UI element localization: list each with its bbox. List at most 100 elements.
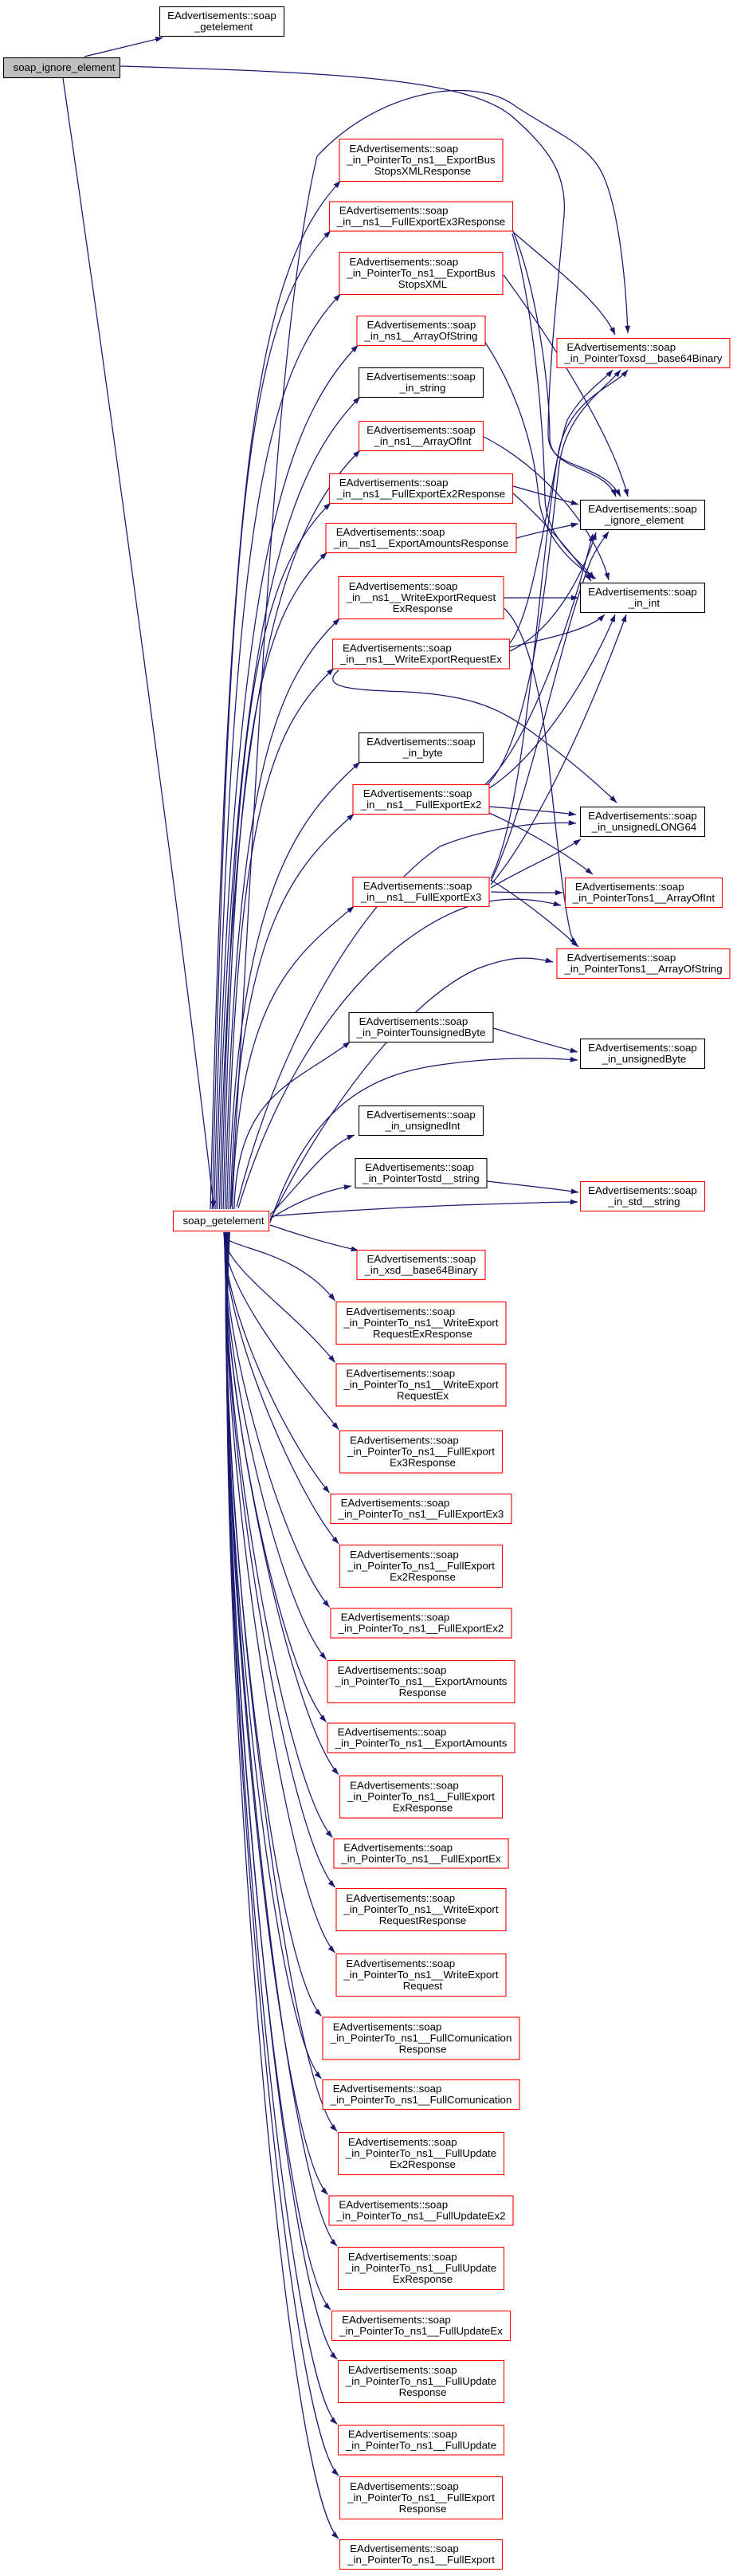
svg-text:_in_PointerTo_ns1__ExportAmoun: _in_PointerTo_ns1__ExportAmounts <box>335 1675 508 1687</box>
svg-text:EAdvertisements::soap: EAdvertisements::soap <box>346 1367 455 1379</box>
svg-text:EAdvertisements::soap: EAdvertisements::soap <box>366 424 476 436</box>
svg-text:_in_PointerTo_ns1__FullExport: _in_PointerTo_ns1__FullExport <box>347 1790 495 1802</box>
svg-text:EAdvertisements::soap: EAdvertisements::soap <box>349 580 458 592</box>
svg-text:EAdvertisements::soap: EAdvertisements::soap <box>336 526 445 538</box>
svg-text:EAdvertisements::soap: EAdvertisements::soap <box>333 2083 442 2095</box>
svg-text:Ex2Response: Ex2Response <box>390 2158 456 2170</box>
svg-text:EAdvertisements::soap: EAdvertisements::soap <box>349 256 458 268</box>
svg-text:StopsXML: StopsXML <box>398 278 447 290</box>
svg-text:Response: Response <box>399 2386 447 2398</box>
svg-text:ExResponse: ExResponse <box>393 603 453 615</box>
svg-text:_in_PointerTo_ns1__WriteExport: _in_PointerTo_ns1__WriteExport <box>343 1903 498 1915</box>
svg-text:EAdvertisements::soap: EAdvertisements::soap <box>588 586 697 598</box>
svg-text:EAdvertisements::soap: EAdvertisements::soap <box>350 2543 459 2554</box>
svg-text:_in__ns1__FullExportEx2Respons: _in__ns1__FullExportEx2Response <box>336 488 505 500</box>
svg-text:_in__ns1__FullExportEx3Respons: _in__ns1__FullExportEx3Response <box>336 215 505 227</box>
svg-text:soap_getelement: soap_getelement <box>183 1215 265 1227</box>
svg-text:_in_unsignedLONG64: _in_unsignedLONG64 <box>591 821 697 833</box>
svg-text:_in_xsd__base64Binary: _in_xsd__base64Binary <box>364 1264 478 1276</box>
svg-text:_in_PointerTo_ns1__FullExport: _in_PointerTo_ns1__FullExport <box>347 2492 495 2503</box>
svg-text:EAdvertisements::soap: EAdvertisements::soap <box>575 881 684 893</box>
svg-text:EAdvertisements::soap: EAdvertisements::soap <box>346 1306 455 1317</box>
svg-text:_in_PointerTo_ns1__FullExportE: _in_PointerTo_ns1__FullExportEx3 <box>338 1508 504 1520</box>
svg-text:_in_PointerTo_ns1__FullUpdate: _in_PointerTo_ns1__FullUpdate <box>345 2375 496 2387</box>
svg-text:_in_PointerTo_ns1__FullUpdate: _in_PointerTo_ns1__FullUpdate <box>345 2439 496 2451</box>
svg-text:EAdvertisements::soap: EAdvertisements::soap <box>349 143 458 155</box>
svg-text:_in_PointerTo_ns1__FullExport: _in_PointerTo_ns1__FullExport <box>347 2554 495 2566</box>
svg-text:EAdvertisements::soap: EAdvertisements::soap <box>350 2480 459 2492</box>
svg-text:EAdvertisements::soap: EAdvertisements::soap <box>339 2198 448 2210</box>
svg-text:_in_PointerTo_ns1__FullUpdateE: _in_PointerTo_ns1__FullUpdateEx <box>339 2325 503 2337</box>
svg-text:EAdvertisements::soap: EAdvertisements::soap <box>350 1434 459 1446</box>
svg-text:Response: Response <box>399 2503 447 2515</box>
svg-text:EAdvertisements::soap: EAdvertisements::soap <box>346 1958 455 1969</box>
svg-text:Ex2Response: Ex2Response <box>390 1571 456 1583</box>
svg-text:EAdvertisements::soap: EAdvertisements::soap <box>350 1779 459 1791</box>
svg-text:EAdvertisements::soap: EAdvertisements::soap <box>348 2251 457 2263</box>
svg-text:Request: Request <box>403 1980 443 1992</box>
svg-text:_in__ns1__FullExportEx2: _in__ns1__FullExportEx2 <box>360 799 482 811</box>
svg-text:_in_int: _in_int <box>628 597 660 609</box>
svg-text:_in_PointerTo_ns1__FullUpdate: _in_PointerTo_ns1__FullUpdate <box>345 2147 496 2159</box>
svg-text:_getelement: _getelement <box>194 21 253 33</box>
svg-text:_in_PointerTostd__string: _in_PointerTostd__string <box>362 1172 479 1184</box>
svg-text:EAdvertisements::soap: EAdvertisements::soap <box>350 1549 459 1561</box>
svg-text:_in_unsignedByte: _in_unsignedByte <box>602 1053 687 1065</box>
svg-text:EAdvertisements::soap: EAdvertisements::soap <box>341 1497 450 1509</box>
svg-text:_in_PointerTo_ns1__FullUpdateE: _in_PointerTo_ns1__FullUpdateEx2 <box>335 2209 505 2221</box>
svg-text:_in_PointerTo_ns1__FullUpdate: _in_PointerTo_ns1__FullUpdate <box>345 2262 496 2274</box>
svg-text:EAdvertisements::soap: EAdvertisements::soap <box>343 642 452 654</box>
svg-text:EAdvertisements::soap: EAdvertisements::soap <box>365 1161 474 1173</box>
svg-text:_in_PointerTounsignedByte: _in_PointerTounsignedByte <box>356 1027 486 1039</box>
svg-text:_in_PointerTo_ns1__WriteExport: _in_PointerTo_ns1__WriteExport <box>343 1969 498 1981</box>
svg-text:ExResponse: ExResponse <box>393 2273 453 2285</box>
svg-text:EAdvertisements::soap: EAdvertisements::soap <box>588 810 697 822</box>
svg-text:EAdvertisements::soap: EAdvertisements::soap <box>566 341 676 353</box>
svg-text:_in_PointerTons1__ArrayOfStrin: _in_PointerTons1__ArrayOfString <box>564 963 723 975</box>
svg-text:EAdvertisements::soap: EAdvertisements::soap <box>339 477 449 489</box>
svg-text:EAdvertisements::soap: EAdvertisements::soap <box>588 503 697 515</box>
svg-text:_in_PointerTo_ns1__ExportBus: _in_PointerTo_ns1__ExportBus <box>346 267 496 279</box>
svg-text:_in_PointerTo_ns1__WriteExport: _in_PointerTo_ns1__WriteExport <box>343 1378 498 1390</box>
svg-text:_in_PointerTons1__ArrayOfInt: _in_PointerTons1__ArrayOfInt <box>572 892 715 904</box>
svg-text:EAdvertisements::soap: EAdvertisements::soap <box>367 1253 476 1265</box>
svg-text:_in_PointerTo_ns1__FullExportE: _in_PointerTo_ns1__FullExportEx <box>340 1852 501 1864</box>
svg-text:_in_PointerTo_ns1__FullComunic: _in_PointerTo_ns1__FullComunication <box>330 2032 512 2044</box>
svg-text:EAdvertisements::soap: EAdvertisements::soap <box>366 1109 476 1121</box>
svg-text:EAdvertisements::soap: EAdvertisements::soap <box>339 204 449 216</box>
svg-text:ExResponse: ExResponse <box>393 1801 453 1813</box>
svg-text:EAdvertisements::soap: EAdvertisements::soap <box>366 371 476 383</box>
svg-text:_in_ns1__ArrayOfString: _in_ns1__ArrayOfString <box>364 330 478 342</box>
svg-text:RequestEx: RequestEx <box>397 1389 449 1401</box>
svg-text:Ex3Response: Ex3Response <box>390 1456 456 1468</box>
svg-text:EAdvertisements::soap: EAdvertisements::soap <box>338 1726 447 1738</box>
svg-text:EAdvertisements::soap: EAdvertisements::soap <box>167 10 276 22</box>
svg-text:_in_PointerTo_ns1__FullExportE: _in_PointerTo_ns1__FullExportEx2 <box>338 1622 504 1634</box>
svg-text:_in_ns1__ArrayOfInt: _in_ns1__ArrayOfInt <box>374 435 472 447</box>
svg-text:_in_PointerTo_ns1__ExportBus: _in_PointerTo_ns1__ExportBus <box>346 154 496 166</box>
svg-text:EAdvertisements::soap: EAdvertisements::soap <box>366 736 476 748</box>
svg-text:_in_unsignedInt: _in_unsignedInt <box>385 1120 461 1132</box>
svg-text:EAdvertisements::soap: EAdvertisements::soap <box>348 2428 457 2440</box>
svg-text:EAdvertisements::soap: EAdvertisements::soap <box>363 787 472 799</box>
svg-text:EAdvertisements::soap: EAdvertisements::soap <box>343 1841 453 1853</box>
svg-text:EAdvertisements::soap: EAdvertisements::soap <box>348 2364 457 2376</box>
svg-text:Response: Response <box>399 1687 447 1698</box>
svg-text:EAdvertisements::soap: EAdvertisements::soap <box>342 2314 451 2326</box>
svg-text:RequestResponse: RequestResponse <box>379 1914 466 1926</box>
svg-text:_in__ns1__WriteExportRequest: _in__ns1__WriteExportRequest <box>346 591 496 603</box>
svg-text:EAdvertisements::soap: EAdvertisements::soap <box>333 2020 442 2032</box>
svg-text:_in_byte: _in_byte <box>402 747 442 759</box>
svg-text:EAdvertisements::soap: EAdvertisements::soap <box>588 1184 697 1196</box>
svg-text:EAdvertisements::soap: EAdvertisements::soap <box>567 952 676 964</box>
svg-text:_ignore_element: _ignore_element <box>604 514 684 526</box>
svg-text:_in_PointerTo_ns1__WriteExport: _in_PointerTo_ns1__WriteExport <box>343 1317 498 1329</box>
svg-text:_in_PointerTo_ns1__ExportAmoun: _in_PointerTo_ns1__ExportAmounts <box>335 1737 508 1749</box>
svg-text:EAdvertisements::soap: EAdvertisements::soap <box>363 880 472 892</box>
svg-text:EAdvertisements::soap: EAdvertisements::soap <box>346 1892 455 1904</box>
svg-text:_in_PointerTo_ns1__FullComunic: _in_PointerTo_ns1__FullComunication <box>330 2094 512 2106</box>
svg-text:EAdvertisements::soap: EAdvertisements::soap <box>348 2136 457 2148</box>
svg-text:RequestExResponse: RequestExResponse <box>373 1328 472 1340</box>
svg-text:EAdvertisements::soap: EAdvertisements::soap <box>359 1015 468 1027</box>
svg-text:_in__ns1__FullExportEx3: _in__ns1__FullExportEx3 <box>360 891 482 903</box>
